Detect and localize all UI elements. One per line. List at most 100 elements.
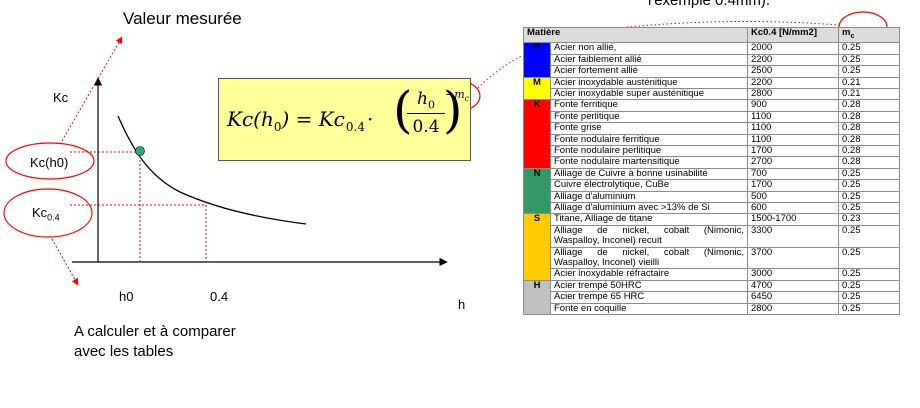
kc-cell: 2200 [747, 76, 839, 89]
formula-left-paren: ( [393, 81, 413, 139]
kc-cell: 2800 [747, 302, 839, 316]
formula-lhs: Kc(h0) = Kc [227, 107, 345, 134]
title-measured-value: Valeur mesurée [123, 9, 242, 28]
mc-cell: 0.25 [838, 190, 900, 204]
bottom-note-line1: A calculer et à comparer [74, 323, 236, 340]
material-cell: Acier non allié, [550, 42, 748, 55]
formula-fraction: h0 0.4 [407, 89, 445, 137]
mc-cell: 0.25 [838, 65, 900, 78]
x-tick-h0: h0 [119, 289, 134, 304]
kc-cell: 1700 [747, 179, 839, 192]
kc-cell: 2500 [747, 65, 839, 78]
mc-cell: 0.25 [838, 302, 900, 316]
group-code-cell: K [523, 99, 551, 169]
kc-cell: 1100 [747, 110, 839, 124]
material-cell: Alliage de Cuivre à bonne usinabilité [550, 167, 748, 181]
kc-cell: 3300 [747, 224, 839, 248]
material-cell: Titane, Alliage de titane [550, 213, 748, 226]
table-row: Alliage de nickel, cobalt (Nimonic, Wasp… [524, 246, 900, 270]
kc-cell: 1700 [747, 144, 839, 158]
kc-04-label-sub: 0.4 [47, 212, 60, 223]
kc-cell: 700 [747, 167, 839, 181]
table-row: Alliage de nickel, cobalt (Nimonic, Wasp… [524, 224, 900, 248]
group-code-cell: H [523, 279, 551, 316]
material-cell: Acier trempé 65 HRC [550, 291, 748, 304]
material-cell: Fonte nodulaire perlitique [550, 144, 748, 158]
kc-cell: 1100 [747, 122, 839, 135]
material-cell: Alliage d'aluminium avec >13% de Si [550, 201, 748, 215]
material-cell: Acier inoxydable super austénitique [550, 87, 748, 101]
mc-cell: 0.28 [838, 133, 900, 146]
mc-cell: 0.23 [838, 213, 900, 226]
x-axis-label: h [458, 297, 466, 312]
kc-cell: 3700 [747, 246, 839, 270]
measured-point [135, 146, 145, 156]
group-code-cell: S [523, 213, 551, 281]
mc-cell: 0.28 [838, 110, 900, 124]
mc-cell: 0.28 [838, 156, 900, 169]
group-code-cell: M [523, 76, 551, 101]
material-cell: Acier faiblement allié [550, 53, 748, 67]
table-header-row: Matière Kc0.4 [N/mm2] mc [523, 26, 900, 44]
material-cell: Fonte grise [550, 122, 748, 135]
mc-cell: 0.25 [838, 291, 900, 304]
formula-exponent: −mc [445, 88, 470, 104]
mc-cell: 0.25 [838, 167, 900, 181]
mc-cell: 0.25 [838, 53, 900, 67]
mc-cell: 0.25 [838, 268, 900, 281]
group-code-cell: P [523, 42, 551, 78]
header-kc: Kc0.4 [N/mm2] [747, 26, 839, 44]
mc-cell: 0.25 [838, 42, 900, 55]
mc-cell: 0.21 [838, 76, 900, 89]
kc-cell: 3000 [747, 268, 839, 281]
material-cell: Fonte nodulaire ferritique [550, 133, 748, 146]
kc-cell: 2700 [747, 156, 839, 169]
kc-cell: 6450 [747, 291, 839, 304]
kc-04-ellipse [3, 188, 93, 238]
mc-cell: 0.25 [838, 201, 900, 215]
kc-h0-label: Kc(h0) [30, 155, 69, 170]
kc-04-label-main: Kc [32, 205, 48, 220]
arrow-to-measured [61, 36, 123, 142]
material-cell: Fonte ferritique [550, 99, 748, 112]
kc-h0-ellipse [5, 142, 95, 180]
material-cell: Alliage d'aluminium [550, 190, 748, 204]
kc-cell: 4700 [747, 279, 839, 293]
material-cell: Fonte perlitique [550, 110, 748, 124]
kc-cell: 500 [747, 190, 839, 204]
header-material: Matière [523, 26, 748, 44]
material-cell: Fonte nodulaire martensitique [550, 156, 748, 169]
kc-curve [117, 115, 307, 225]
mc-cell: 0.25 [838, 246, 900, 270]
kc-cell: 2800 [747, 87, 839, 101]
formula-right-paren: ) [443, 81, 463, 139]
bottom-note-line2: avec les tables [74, 343, 174, 360]
kc-cell: 2000 [747, 42, 839, 55]
mc-cell: 0.25 [838, 279, 900, 293]
material-cell: Alliage de nickel, cobalt (Nimonic, Wasp… [550, 246, 748, 270]
material-cell: Fonte en coquille [550, 302, 748, 316]
material-cell: Acier inoxydable réfractaire [550, 268, 748, 281]
arrow-to-calculated [51, 238, 79, 286]
mc-cell: 0.28 [838, 122, 900, 135]
header-mc: mc [838, 26, 900, 44]
mc-cell: 0.28 [838, 144, 900, 158]
kc-cell: 1100 [747, 133, 839, 146]
material-cell: Alliage de nickel, cobalt (Nimonic, Wasp… [550, 224, 748, 248]
